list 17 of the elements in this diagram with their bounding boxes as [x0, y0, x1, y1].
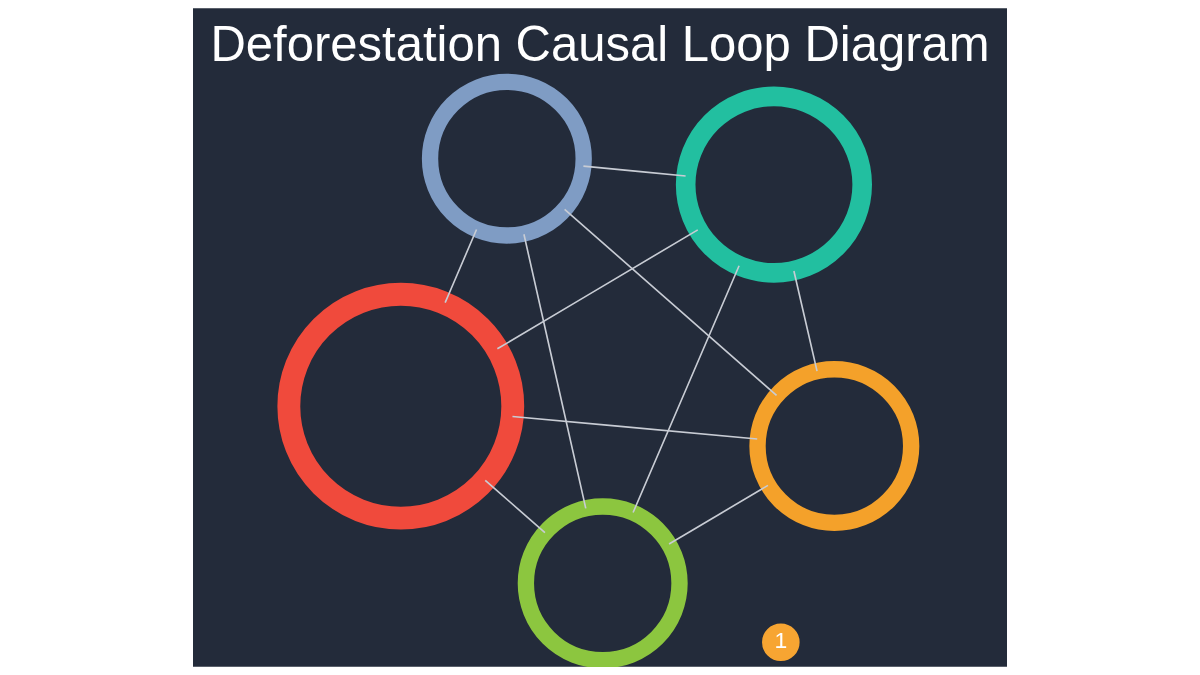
node-circle [421, 73, 592, 244]
connector [668, 484, 769, 545]
connector [496, 229, 699, 350]
node-circle [277, 282, 525, 530]
connector [523, 233, 587, 510]
node-circle [675, 86, 872, 283]
node-circle [517, 498, 688, 667]
connector [484, 479, 546, 534]
connector [444, 228, 478, 304]
connector [511, 415, 759, 440]
diagram-title: Deforestation Causal Loop Diagram [210, 16, 990, 71]
connector [793, 270, 818, 372]
node-circle [749, 361, 920, 532]
connector [582, 165, 687, 177]
node-circle: 1 [762, 623, 800, 661]
connector [563, 208, 778, 397]
connector [632, 264, 740, 514]
